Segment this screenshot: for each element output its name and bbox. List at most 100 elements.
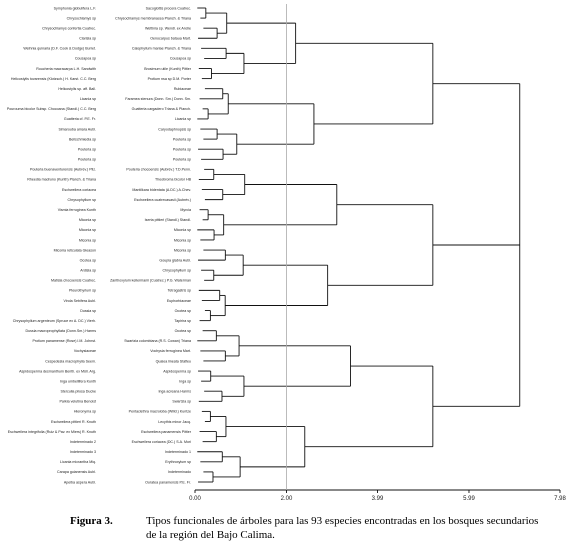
leaf-label-b: Sacoglottis procera Cuatrec. xyxy=(146,6,191,10)
leaf-label-b: Goupia glabra Aubl. xyxy=(159,258,191,262)
leaf-label-a: Hieronyma sp xyxy=(74,410,96,414)
leaf-label-b: Wettinia sp. Wendl. ex Andre xyxy=(145,26,191,30)
leaf-label-b: Pouteria sp xyxy=(173,137,191,141)
leaf-label-b: Miconia sp xyxy=(174,228,191,232)
leaf-label-a: Eschweilera integrifolia (Ruiz & Pav. ex… xyxy=(8,430,96,434)
dendrogram-chart: Symphonia globulifera L.F. Chrysochlamys … xyxy=(7,4,566,502)
leaf-label-a: Rheedia madruno (Kunth) Planch. & Triana xyxy=(27,178,96,182)
leaf-label-a: Sterculia pilosa Ducke xyxy=(60,390,96,394)
leaf-label-b: Miconia sp xyxy=(174,248,191,252)
leaf-label-b: Ouratea panamensis P.E. Fr. xyxy=(145,480,191,484)
leaf-label-b: Tetragastris sp xyxy=(168,289,191,293)
leaf-label-a: Aspidosperma desmanthum Benth. ex Müll. … xyxy=(19,369,96,373)
leaf-label-a: Guatteria cf. P.E. Fr. xyxy=(64,117,96,121)
caption-label: Figura 3. xyxy=(70,515,113,527)
leaf-label-b: Pentaclethra macroloba (Willd.) Kuntze xyxy=(129,410,191,414)
leaf-labels-column-b: Sacoglottis procera Cuatrec. Chrysochlamy… xyxy=(110,6,192,484)
tick-label: 7.98 xyxy=(554,496,566,502)
leaf-label-b: Tapirira sp xyxy=(174,319,191,323)
leaf-label-b: Ocotea sp xyxy=(175,309,191,313)
leaf-label-b: Aspidosperma sp xyxy=(163,369,191,373)
leaf-label-a: Dussia macroprophyllata (Donn.Sm.) Harms xyxy=(26,329,97,333)
leaf-label-b: Iserta pittieri (Standl.) Standl. xyxy=(145,218,191,222)
leaf-label-b: Faramea stenura (Donn. Sm.) Donn. Sm. xyxy=(125,97,191,101)
leaf-label-a: Helicostylis sp. aff. Ball. xyxy=(58,87,96,91)
leaf-label-a: Vismia ferruginea Kunth xyxy=(58,208,96,212)
leaf-label-b: Eschweilera panamensis Pittier xyxy=(141,430,192,434)
leaf-label-a: Cousapoa sp xyxy=(75,57,96,61)
leaf-label-a: Eschweilera pittieri R. Knuth xyxy=(51,420,96,424)
leaf-label-b: Theobroma bicolor HB xyxy=(155,178,192,182)
leaf-label-a: Cespedesia macrophylla Seem. xyxy=(45,359,96,363)
leaf-label-a: Helicostylis tovarensis (Klotzsch.) H. K… xyxy=(11,77,96,81)
leaf-label-a: Ardisia sp xyxy=(80,269,96,273)
leaf-label-b: Inga acreana Harms xyxy=(158,390,191,394)
leaf-label-b: Zanthoxylum kellermanii (Cuatrec.) P.G. … xyxy=(110,279,191,283)
leaf-label-a: Beilschmiedia sp xyxy=(69,137,96,141)
leaf-label-a: Pouteria sp xyxy=(78,158,96,162)
leaf-label-a: Weihnia quinaria (D.F. Cook & Dodge) Bur… xyxy=(23,47,96,51)
leaf-label-b: Indeterminado xyxy=(168,470,191,474)
leaf-label-b: Lecythis minor Jacq. xyxy=(158,420,191,424)
leaf-labels-column-a: Symphonia globulifera L.F. Chrysochlamys … xyxy=(7,6,96,484)
leaf-label-b: Eschweilera coriacea (DC.) S.A. Mori xyxy=(132,440,192,444)
leaf-label-a: Miconia sp xyxy=(79,218,96,222)
leaf-label-a: Symphonia globulifera L.F. xyxy=(54,6,97,10)
caption-text: Tipos funcionales de árboles para las 93… xyxy=(146,515,539,541)
leaf-label-b: Chrysochlamys membranacea Planch. & Tria… xyxy=(115,16,191,20)
leaf-label-a: Protium panamense (Rose) I.M. Johnst. xyxy=(32,339,96,343)
leaf-label-a: Indeterminado 2 xyxy=(70,440,96,444)
leaf-label-a: Eschweilera coriacea xyxy=(62,188,96,192)
leaf-label-b: Myrcia xyxy=(180,208,191,212)
leaf-label-a: Pleurothyrium sp xyxy=(69,289,96,293)
leaf-label-a: Licania sp xyxy=(80,97,96,101)
leaf-label-a: Indeterminado 3 xyxy=(70,450,96,454)
leaf-label-b: Ocotea sp xyxy=(175,329,191,333)
leaf-label-a: Virola Sebifera Aubl. xyxy=(64,299,97,303)
leaf-label-a: Pouteria buenaventurensis (Aubrév.) Pilz… xyxy=(30,168,96,172)
leaf-label-a: Pourouma bicolor Subsp. Chocoana (Standl… xyxy=(7,107,96,111)
leaf-label-b: Caryodaphnopsis sp xyxy=(158,127,191,131)
leaf-label-a: Chrysophyllum sp xyxy=(67,198,96,202)
leaf-label-b: Guatteria cargadero Triana & Planch. xyxy=(132,107,191,111)
leaf-label-a: Roucheria macracarpa L.H. Sandwith xyxy=(36,67,96,71)
leaf-label-b: Cousapoa sp xyxy=(170,57,191,61)
leaf-label-b: Licania sp xyxy=(175,117,191,121)
tick-label: 2.00 xyxy=(281,496,293,502)
leaf-label-b: Chrysophyllum sp xyxy=(162,269,191,273)
leaf-label-b: Mantilkara bidentata (A.DC.) A.Chev. xyxy=(132,188,191,192)
leaf-label-b: Pouteria sp xyxy=(173,158,191,162)
leaf-label-b: Rubiaceae xyxy=(174,87,191,91)
leaf-label-b: Eschweilera cuatrecasasii (Aubrév.) xyxy=(134,198,191,202)
leaf-label-b: Inga sp xyxy=(179,379,191,383)
leaf-label-a: Carapa guianensis Aubl. xyxy=(57,470,96,474)
leaf-label-a: Miconia sp xyxy=(79,238,96,242)
leaf-label-b: Protium nsa sp D.M. Porter xyxy=(148,77,192,81)
leaf-label-a: Dussia sp xyxy=(80,309,96,313)
leaf-label-a: Clarisia sp xyxy=(79,37,96,41)
leaf-label-a: Parkia velutina Benoist xyxy=(59,400,96,404)
leaf-label-b: Pouteria chocoensis (Aubrév.) T.D.Penn. xyxy=(126,168,191,172)
leaf-label-a: Miconia reticulata Gleason xyxy=(54,248,96,252)
leaf-label-a: Matisia chocoensis Cuatrec. xyxy=(51,279,96,283)
leaf-label-b: Pouteria sp xyxy=(173,147,191,151)
leaf-label-b: Erythroxylum sp xyxy=(165,460,191,464)
leaf-label-a: Inga umbellifera Kunth xyxy=(60,379,96,383)
tick-label: 3.99 xyxy=(372,496,384,502)
leaf-label-b: Brosimum utile (Kunth) Pittier xyxy=(144,67,192,71)
leaf-label-a: Chrysophyllum argenteum (Spruce ex A. DC… xyxy=(13,319,96,323)
leaf-label-a: Vochysiaceae xyxy=(74,349,96,353)
leaf-label-b: Vochysia ferruginea Mart. xyxy=(150,349,191,353)
dendrogram-branches xyxy=(197,7,521,483)
leaf-label-a: Chrysochlamys sp xyxy=(67,16,96,20)
leaf-label-b: Calophyllum mariae Planch. & Triana xyxy=(132,47,191,51)
leaf-label-a: Miconia sp xyxy=(79,228,96,232)
leaf-label-a: Chrysochlamys confertia Cuatrec. xyxy=(42,26,96,30)
leaf-label-b: Oenocarpus bataua Mart. xyxy=(150,37,191,41)
leaf-label-a: Simarouba amara Aubl. xyxy=(58,127,96,131)
leaf-label-a: Apeiba aspera Aubl. xyxy=(64,480,96,484)
leaf-label-b: Indeterminado 1 xyxy=(165,450,191,454)
leaf-label-a: Ocotea sp xyxy=(80,258,96,262)
leaf-label-a: Licania micrantha Miq. xyxy=(60,460,96,464)
